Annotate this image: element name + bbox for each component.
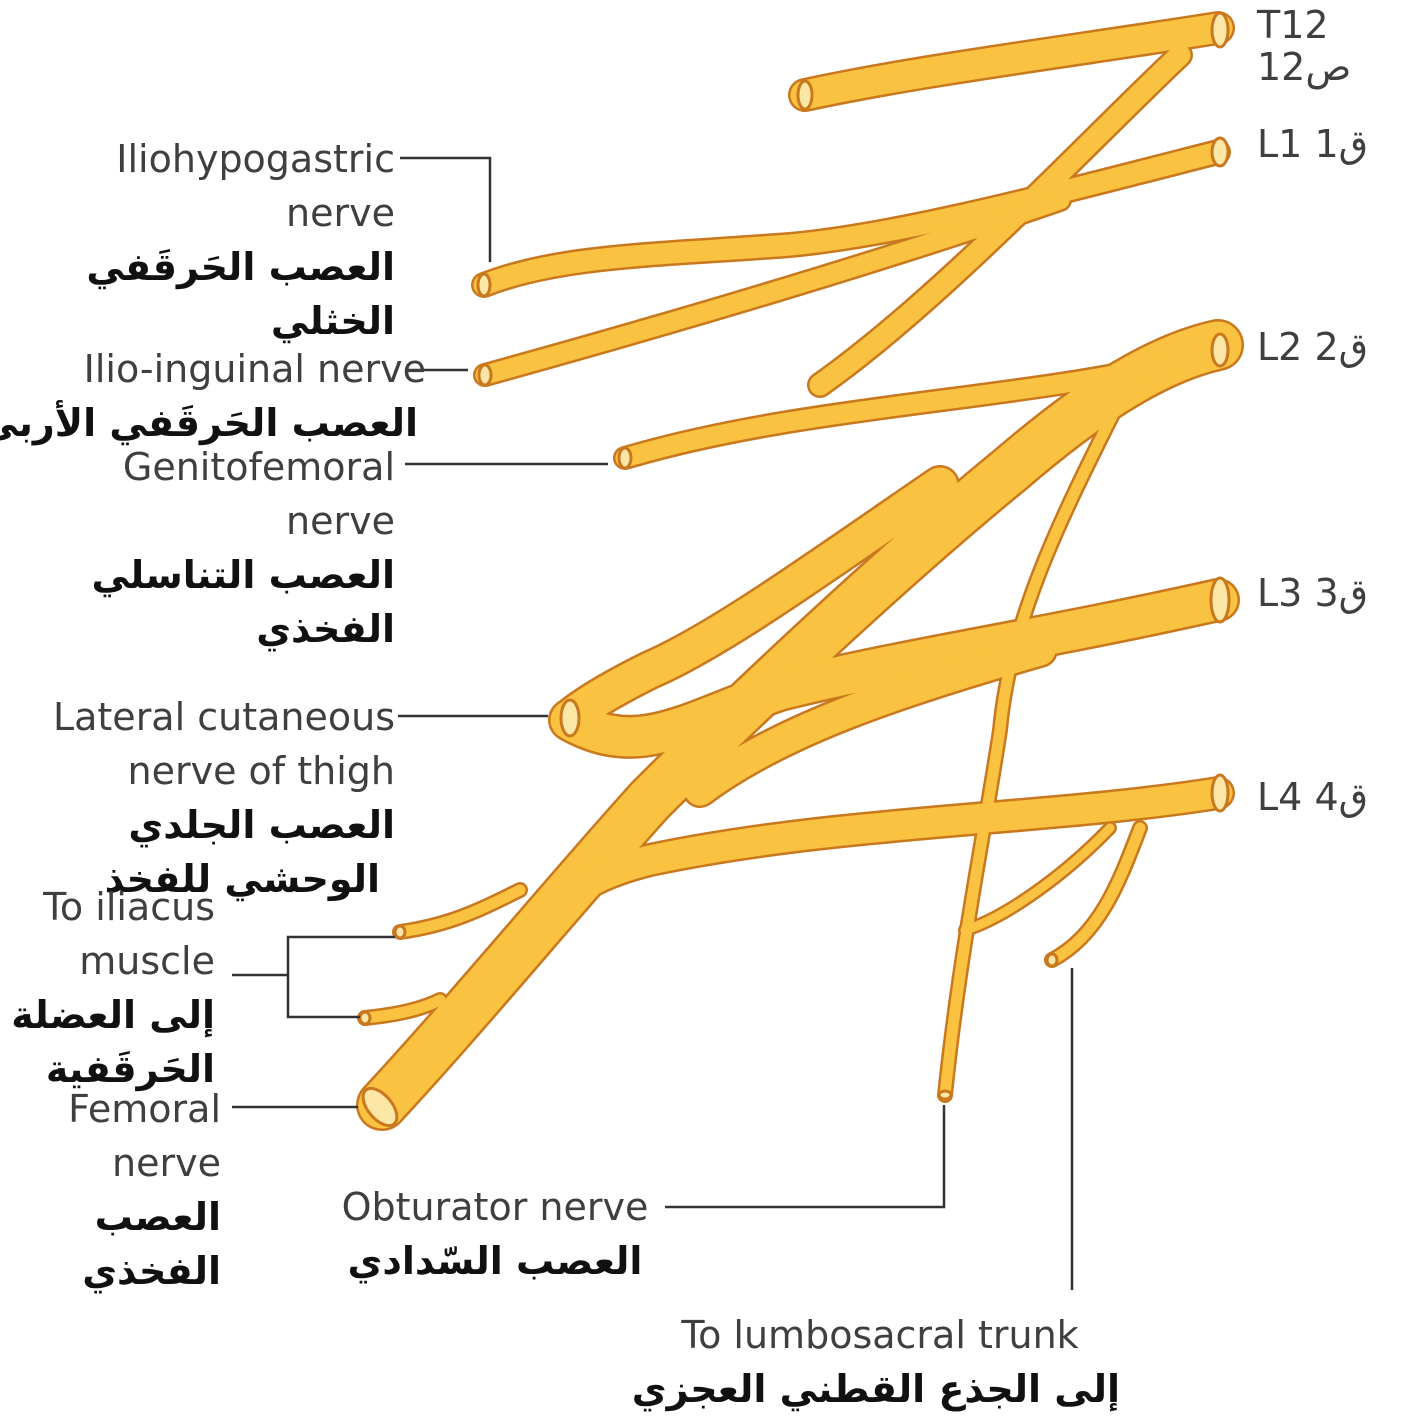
root-label-t12: T12 ص12: [1257, 4, 1351, 88]
iliacus-label: To iliacus muscle إلى العضلة الحَرقَفية: [11, 880, 215, 1096]
lateral-cutaneous-end: [561, 700, 579, 736]
iliohypogastric-label: Iliohypogastric nerve العصب الحَرقَفي ال…: [86, 132, 395, 348]
iliacus-lower-end: [360, 1012, 370, 1024]
root-label-l1: L1 ق1: [1257, 117, 1368, 171]
l2-root-end: [1212, 334, 1228, 366]
root-label-l2: L2 ق2: [1257, 320, 1368, 374]
t12-root-end: [1212, 13, 1228, 47]
iliohypogastric-end: [478, 274, 490, 296]
genitofemoral-end: [619, 448, 631, 468]
l4-root-end: [1212, 775, 1228, 811]
lumbosacral-end: [1047, 954, 1057, 966]
iliohypogastric-leader: [400, 158, 490, 262]
ilioinguinal-label: Ilio-inguinal nerve العصب الحَرقَفي الأر…: [0, 342, 418, 450]
obturator-leader: [665, 1105, 944, 1207]
iliacus-bracket: [288, 937, 395, 1017]
genitofemoral-label: Genitofemoral nerve العصب التناسلي الفخذ…: [91, 440, 395, 656]
obturator-label: Obturator nerve العصب السّدادي: [330, 1180, 660, 1288]
femoral-label: Femoral nerve العصب الفخذي: [68, 1082, 221, 1298]
iliacus-upper-end: [395, 926, 405, 938]
l1-root-end: [1212, 138, 1228, 166]
lumbosacral-label: To lumbosacral trunk إلى الجذع القطني ال…: [640, 1308, 1120, 1416]
obturator-end: [939, 1091, 951, 1099]
lateral-cutaneous-label: Lateral cutaneous nerve of thigh العصب ا…: [53, 690, 395, 906]
root-label-l3: L3 ق3: [1257, 566, 1368, 620]
root-label-l4: L4 ق4: [1257, 770, 1368, 824]
t12-branch-end: [798, 81, 812, 109]
l3-root-end: [1211, 578, 1229, 622]
ilioinguinal-end: [479, 365, 491, 385]
